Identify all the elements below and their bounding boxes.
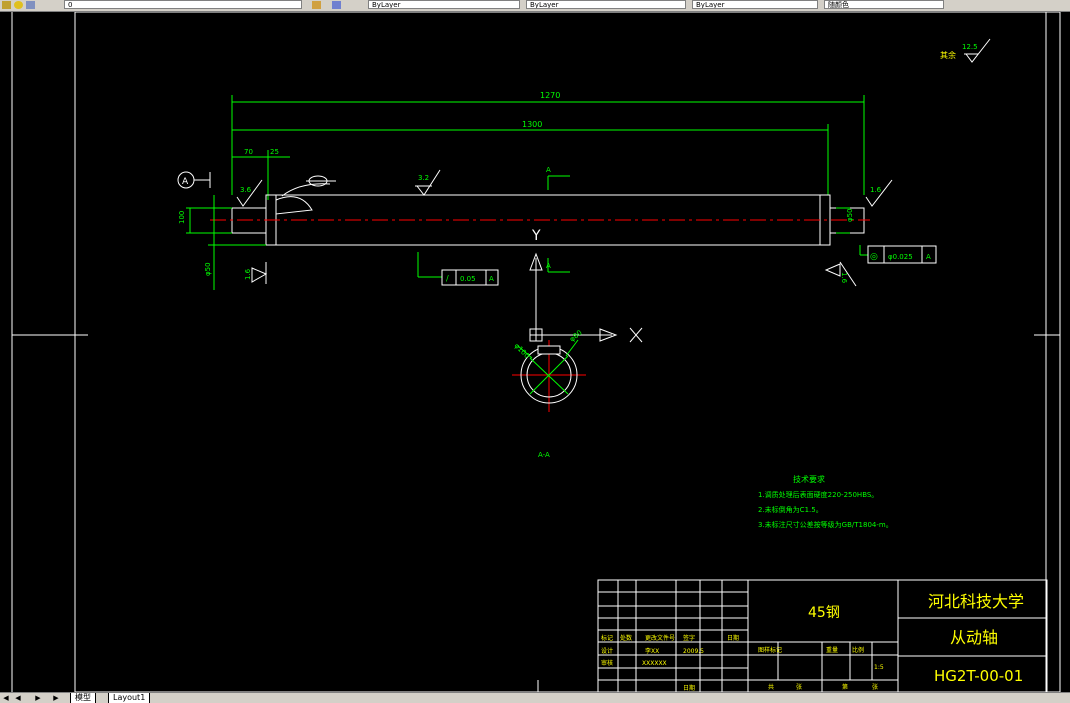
drawing-frame [11, 12, 1061, 692]
tolerance-frame-left: / 0.05 A [417, 252, 499, 286]
last-tab-icon[interactable]: ▶ [53, 694, 59, 702]
roughness-left: 3.6 [236, 179, 263, 207]
svg-text:φ0.025: φ0.025 [888, 253, 913, 261]
svg-text:李XX: 李XX [645, 647, 659, 655]
section-mark-bottom: A [546, 258, 570, 273]
first-tab-icon[interactable]: ◀ [3, 694, 9, 702]
svg-text:1.6: 1.6 [840, 272, 848, 284]
svg-text:共: 共 [768, 683, 774, 691]
title-drawing-no: HG2T-00-01 [934, 667, 1023, 685]
color-dropdown[interactable]: ByLayer [368, 0, 520, 9]
technical-notes: 技术要求 1.调质处理后表面硬度220-250HBS。 2.未标倒角为C1.5。… [758, 474, 893, 529]
section-label: A-A [538, 451, 550, 459]
section-view: φ100 φ80 [512, 329, 586, 412]
section-dim-2: φ80 [568, 329, 584, 344]
layer-sun-icon[interactable] [14, 1, 23, 9]
svg-text:张: 张 [796, 683, 802, 691]
keyway-detail [281, 175, 336, 197]
svg-text:重量: 重量 [826, 646, 838, 654]
dim-left-70: 70 [244, 148, 253, 156]
svg-text:2009.5: 2009.5 [683, 648, 704, 655]
svg-text:/: / [446, 274, 449, 283]
layer-previous-icon[interactable] [332, 1, 341, 9]
tab-layout1[interactable]: Layout1 [108, 693, 151, 703]
note-item: 3.未标注尺寸公差按等级为GB/T1804-m。 [758, 520, 893, 529]
prev-tab-icon[interactable]: ◀ [15, 694, 21, 702]
svg-text:处数: 处数 [620, 634, 632, 642]
roughness-top: 3.2 [415, 169, 441, 196]
svg-text:设计: 设计 [601, 647, 613, 655]
title-university: 河北科技大学 [928, 592, 1024, 611]
title-part-name: 从动轴 [950, 628, 998, 647]
overall-dimensions [231, 95, 865, 200]
right-diameter-dim [836, 207, 850, 234]
section-dim-1: φ100 [513, 342, 531, 360]
section-mark-top: A [546, 166, 570, 190]
svg-text:签字: 签字 [683, 634, 695, 642]
roughness-left-bottom: 1.6 [244, 262, 268, 284]
properties-toolbar: 0 ByLayer ByLayer ByLayer 随颜色 [0, 0, 1070, 12]
axis-label-y: Y [531, 228, 541, 244]
layer-lock-icon[interactable] [26, 1, 35, 9]
layer-state-icon[interactable] [2, 1, 11, 9]
svg-text:1.6: 1.6 [244, 268, 252, 280]
drawing-canvas[interactable]: 其余 12.5 1270 1300 70 25 A Y [0, 12, 1070, 692]
svg-text:更改文件号: 更改文件号 [645, 634, 675, 642]
roughness-right: 1.6 [865, 179, 893, 207]
make-layer-current-icon[interactable] [312, 1, 321, 9]
svg-text:审核: 审核 [601, 659, 613, 667]
svg-text:标记: 标记 [601, 634, 613, 642]
dim-inner-length: 1300 [522, 120, 542, 129]
datum-a-marker: A [177, 171, 211, 189]
svg-text:日期: 日期 [683, 684, 695, 692]
left-diameter-dims [186, 195, 266, 290]
datum-label: A [182, 177, 189, 187]
svg-text:A: A [926, 253, 931, 261]
ucs-icon [529, 252, 643, 343]
svg-text:1:5: 1:5 [874, 664, 884, 671]
note-item: 1.调质处理后表面硬度220-250HBS。 [758, 490, 878, 499]
notes-title: 技术要求 [793, 474, 825, 484]
plotstyle-dropdown[interactable]: 随颜色 [824, 0, 944, 9]
svg-text:XXXXXX: XXXXXX [642, 660, 667, 667]
roughness-other-label: 其余 [940, 50, 956, 60]
roughness-other-symbol: 其余 12.5 [940, 38, 991, 63]
svg-text:◎: ◎ [870, 252, 878, 262]
next-tab-icon[interactable]: ▶ [35, 694, 41, 702]
dim-overall-length: 1270 [540, 91, 560, 100]
title-block [597, 579, 1048, 692]
svg-text:日期: 日期 [727, 634, 739, 642]
svg-text:0.05: 0.05 [460, 275, 476, 283]
dim-right-diameter: φ50 [846, 208, 854, 222]
svg-text:张: 张 [872, 683, 878, 691]
dim-left-25: 25 [270, 148, 279, 156]
title-material: 45钢 [808, 605, 840, 621]
svg-text:图样标记: 图样标记 [758, 646, 782, 654]
svg-text:A: A [546, 166, 551, 174]
svg-text:3.2: 3.2 [418, 174, 429, 182]
note-item: 2.未标倒角为C1.5。 [758, 505, 823, 514]
dim-left-diameter: 100 [178, 211, 186, 224]
lineweight-dropdown[interactable]: ByLayer [692, 0, 818, 9]
svg-text:比例: 比例 [852, 646, 864, 654]
title-left-headers: 标记 处数 更改文件号 签字 日期 设计 李XX 2009.5 审核 XXXXX… [601, 634, 884, 692]
svg-text:A: A [489, 275, 494, 283]
svg-text:第: 第 [842, 683, 848, 691]
svg-text:1.6: 1.6 [870, 186, 882, 194]
linetype-dropdown[interactable]: ByLayer [526, 0, 686, 9]
roughness-other-value: 12.5 [962, 43, 978, 51]
tolerance-frame-right: ◎ φ0.025 A [859, 245, 937, 264]
layer-dropdown[interactable]: 0 [64, 0, 302, 9]
layout-tab-bar: ◀ ◀ ▶ ▶ 模型 Layout1 [0, 692, 1070, 703]
dim-left-phi: φ50 [204, 262, 212, 276]
tab-model[interactable]: 模型 [70, 693, 96, 703]
roughness-right-bottom: 1.6 [824, 261, 857, 287]
svg-text:3.6: 3.6 [240, 186, 252, 194]
